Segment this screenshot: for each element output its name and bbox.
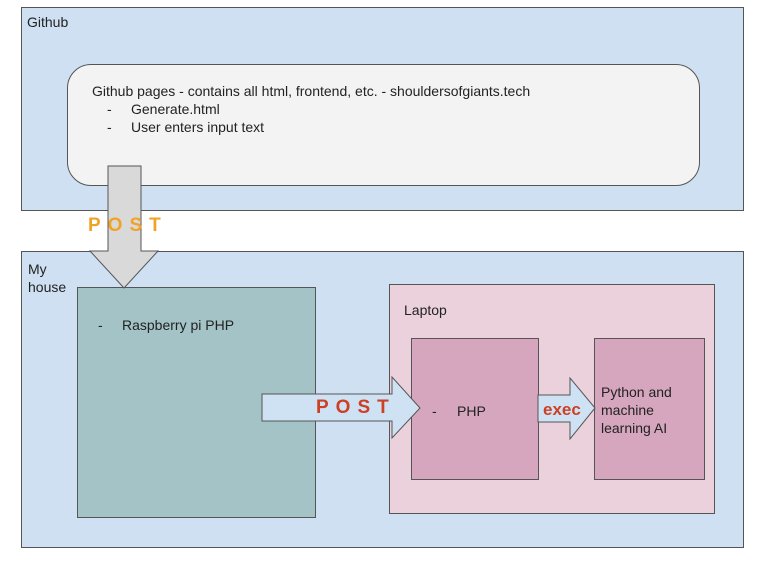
- python-ai-box: Python and machine learning AI: [594, 338, 705, 480]
- list-bullet: -: [107, 119, 112, 135]
- post-down-arrow: [88, 165, 160, 289]
- python-ai-line3: learning AI: [601, 420, 668, 436]
- exec-right-arrow: [537, 376, 596, 441]
- python-ai-line1: Python and: [601, 384, 672, 400]
- my-house-label-line1: My: [28, 261, 47, 277]
- list-bullet: -: [98, 317, 103, 333]
- list-bullet: -: [107, 101, 112, 117]
- github-label: Github: [27, 14, 69, 30]
- exec-label: exec: [543, 400, 581, 419]
- github-pages-box: Github pages - contains all html, fronte…: [67, 64, 700, 186]
- python-ai-line2: machine: [601, 402, 654, 418]
- post-label-top: POST: [88, 215, 168, 236]
- list-item-generate-html: Generate.html: [131, 101, 220, 117]
- raspberry-pi-label: Raspberry pi PHP: [122, 317, 235, 333]
- post-right-arrow: [261, 375, 421, 440]
- my-house-label-line2: house: [28, 279, 67, 295]
- list-item-user-input: User enters input text: [131, 119, 265, 135]
- github-pages-title: Github pages - contains all html, fronte…: [92, 83, 531, 99]
- list-bullet: -: [432, 403, 437, 419]
- laptop-php-label: PHP: [457, 403, 486, 419]
- laptop-label: Laptop: [404, 302, 447, 318]
- post-label-middle: POST: [316, 397, 396, 418]
- laptop-php-box: - PHP: [411, 338, 539, 480]
